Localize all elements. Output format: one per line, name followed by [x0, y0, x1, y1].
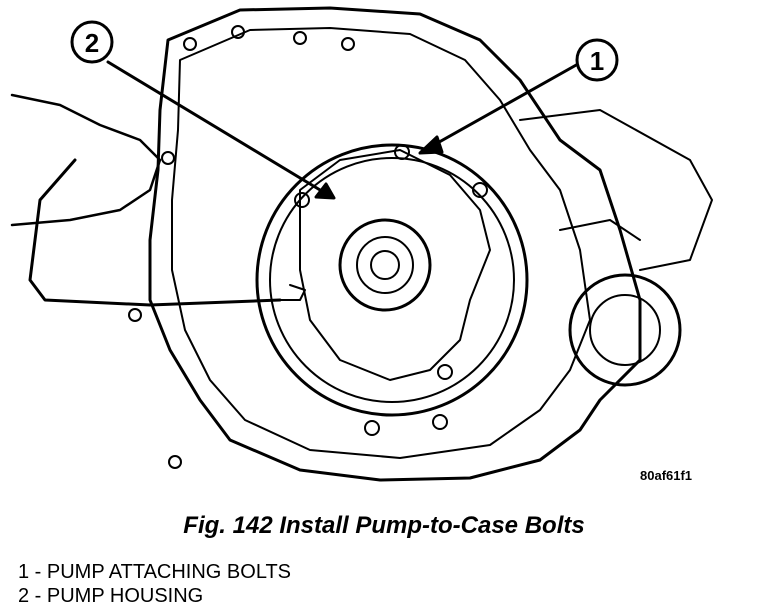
input-shaft — [370, 250, 400, 280]
shaft-hub-outer — [338, 218, 432, 312]
flange-bolt-holes — [128, 25, 355, 469]
pump-installation-illustration: 1 2 — [10, 6, 713, 482]
figure-caption: Fig. 142 Install Pump-to-Case Bolts — [183, 512, 585, 539]
pump-housing — [299, 149, 491, 381]
tool-extension — [279, 284, 306, 301]
legend-item-2: 2 - PUMP HOUSING — [18, 585, 204, 607]
pump-attaching-bolts — [294, 144, 488, 436]
pump-bore-inner — [269, 157, 515, 403]
callout-2-label: 2 — [85, 28, 99, 58]
pump-bore-outer — [255, 143, 529, 417]
arrow-head-2 — [314, 182, 336, 200]
callout-1-label: 1 — [590, 46, 604, 76]
hand — [10, 93, 162, 227]
case-flange — [171, 27, 591, 459]
side-seal-outer — [568, 273, 682, 387]
callout-circle-2 — [70, 20, 114, 64]
side-seal-inner — [589, 294, 661, 366]
tool-handle — [28, 158, 282, 307]
callout-arrows — [106, 60, 580, 198]
arrow-head-1 — [418, 135, 444, 155]
case-outline — [148, 6, 642, 482]
legend-item-1: 1 - PUMP ATTACHING BOLTS — [18, 561, 292, 583]
callout-circle-1 — [575, 38, 619, 82]
figure-id: 80af61f1 — [640, 468, 693, 483]
side-housing — [519, 109, 713, 271]
side-bracket — [559, 219, 641, 241]
legend: 1 - PUMP ATTACHING BOLTS 2 - PUMP HOUSIN… — [18, 560, 291, 608]
shaft-hub-inner — [356, 236, 414, 294]
